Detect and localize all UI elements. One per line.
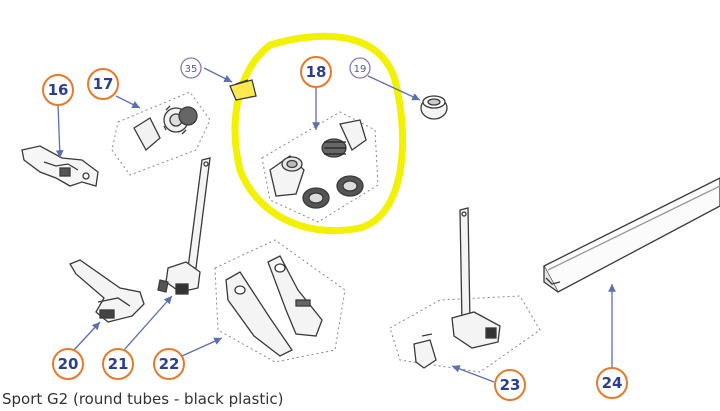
leader-22 (181, 337, 223, 357)
callout-16: 16 (42, 74, 74, 106)
part-21-post-bracket (157, 157, 211, 295)
part-19-ring (420, 95, 448, 120)
leader-19 (367, 75, 421, 101)
callout-17: 17 (87, 68, 119, 100)
svg-text:21: 21 (108, 355, 129, 373)
callout-23: 23 (494, 369, 526, 401)
svg-text:20: 20 (58, 355, 79, 373)
leader-17 (115, 95, 141, 109)
diagram-caption: Sport G2 (round tubes - black plastic) (2, 390, 283, 408)
svg-text:35: 35 (185, 64, 198, 75)
callout-20: 20 (52, 348, 84, 380)
callout-24: 24 (596, 367, 628, 399)
leader-16 (55, 103, 64, 159)
callout-19: 19 (349, 57, 371, 79)
part-17-knob-set (111, 91, 211, 176)
part-22-strap-set (214, 239, 346, 363)
callout-22: 22 (153, 348, 185, 380)
leader-20 (73, 321, 101, 351)
leader-23 (451, 365, 495, 383)
part-23-post-clamp-set (389, 207, 541, 373)
callout-21: 21 (102, 348, 134, 380)
svg-text:17: 17 (93, 75, 114, 93)
svg-text:22: 22 (159, 355, 180, 373)
callout-35: 35 (180, 57, 202, 79)
svg-text:19: 19 (354, 64, 367, 75)
part-20-handle-lever (69, 259, 145, 323)
leader-lines (55, 67, 616, 383)
part-35-clip (229, 79, 257, 101)
svg-text:16: 16 (48, 81, 69, 99)
part-18-fitting-set (261, 111, 379, 223)
leader-21 (123, 295, 173, 351)
part-24-rail (543, 177, 720, 293)
highlight-circle (231, 32, 407, 235)
svg-text:24: 24 (602, 374, 623, 392)
svg-text:18: 18 (306, 63, 327, 81)
svg-text:23: 23 (500, 376, 521, 394)
callout-18: 18 (300, 56, 332, 88)
leader-35 (203, 67, 233, 83)
